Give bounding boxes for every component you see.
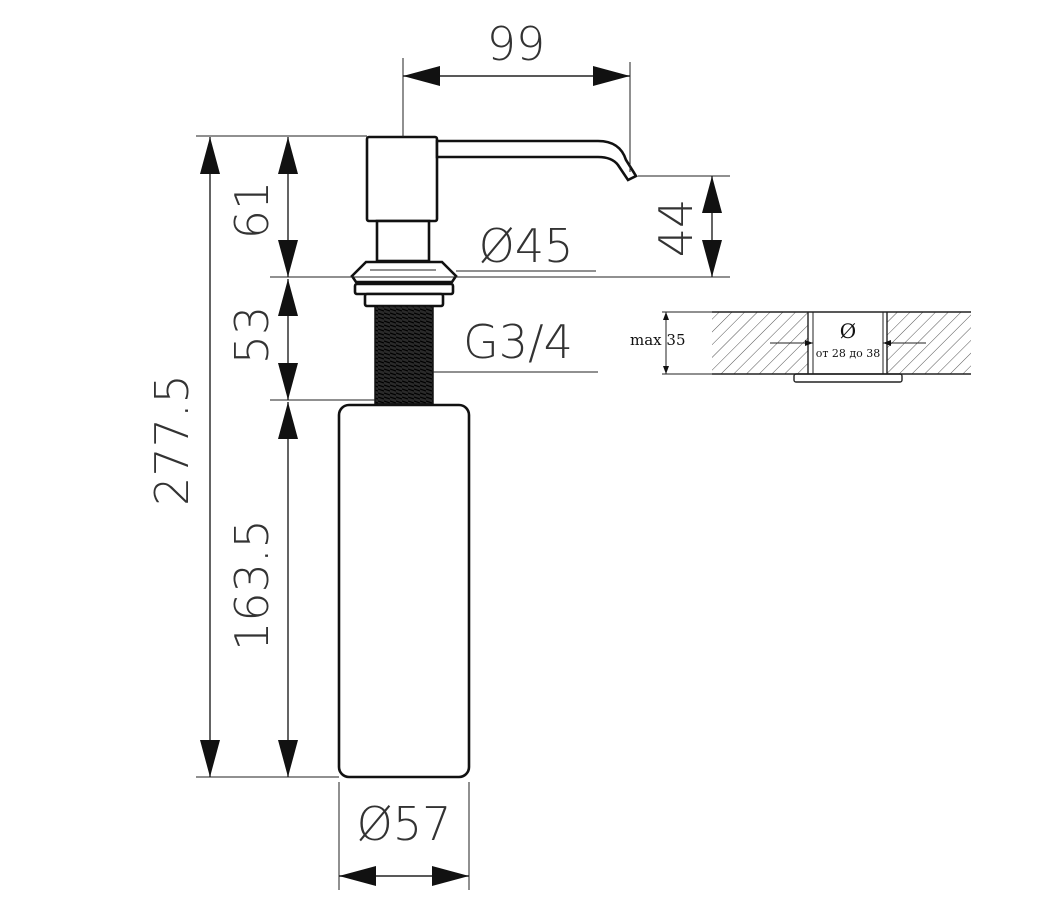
pump-height-label: 61: [225, 181, 279, 240]
thread-length-label: 53: [225, 306, 279, 365]
nut: [363, 292, 445, 308]
dispenser-outline: [337, 135, 638, 779]
bottle-height-label: 163.5: [225, 519, 279, 651]
pump-neck: [375, 219, 431, 263]
spout-height-label: 44: [649, 199, 703, 258]
hole-range-label: от 28 до 38: [816, 347, 881, 360]
pump-head: [365, 135, 439, 223]
spout-reach-label: 99: [487, 17, 546, 71]
dimension-labels: 99 277.5 61 53 163.5 Ø45 G3/4 44 Ø57: [145, 17, 703, 851]
dimension-lines: [200, 66, 722, 886]
flange: [350, 260, 458, 284]
max-thickness-label: max 35: [630, 331, 685, 349]
bottle-diameter-label: Ø57: [357, 797, 452, 851]
mounting-detail: max 35 Ø от 28 до 38: [630, 311, 971, 383]
spout: [435, 139, 638, 182]
threaded-shaft: [374, 305, 434, 405]
bottle: [337, 403, 471, 779]
thread-spec-label: G3/4: [463, 315, 573, 369]
diameter-symbol: Ø: [840, 319, 856, 343]
washer: [353, 282, 455, 296]
total-height-label: 277.5: [145, 374, 199, 506]
under-flange: [793, 373, 903, 383]
flange-diameter-label: Ø45: [479, 219, 574, 273]
